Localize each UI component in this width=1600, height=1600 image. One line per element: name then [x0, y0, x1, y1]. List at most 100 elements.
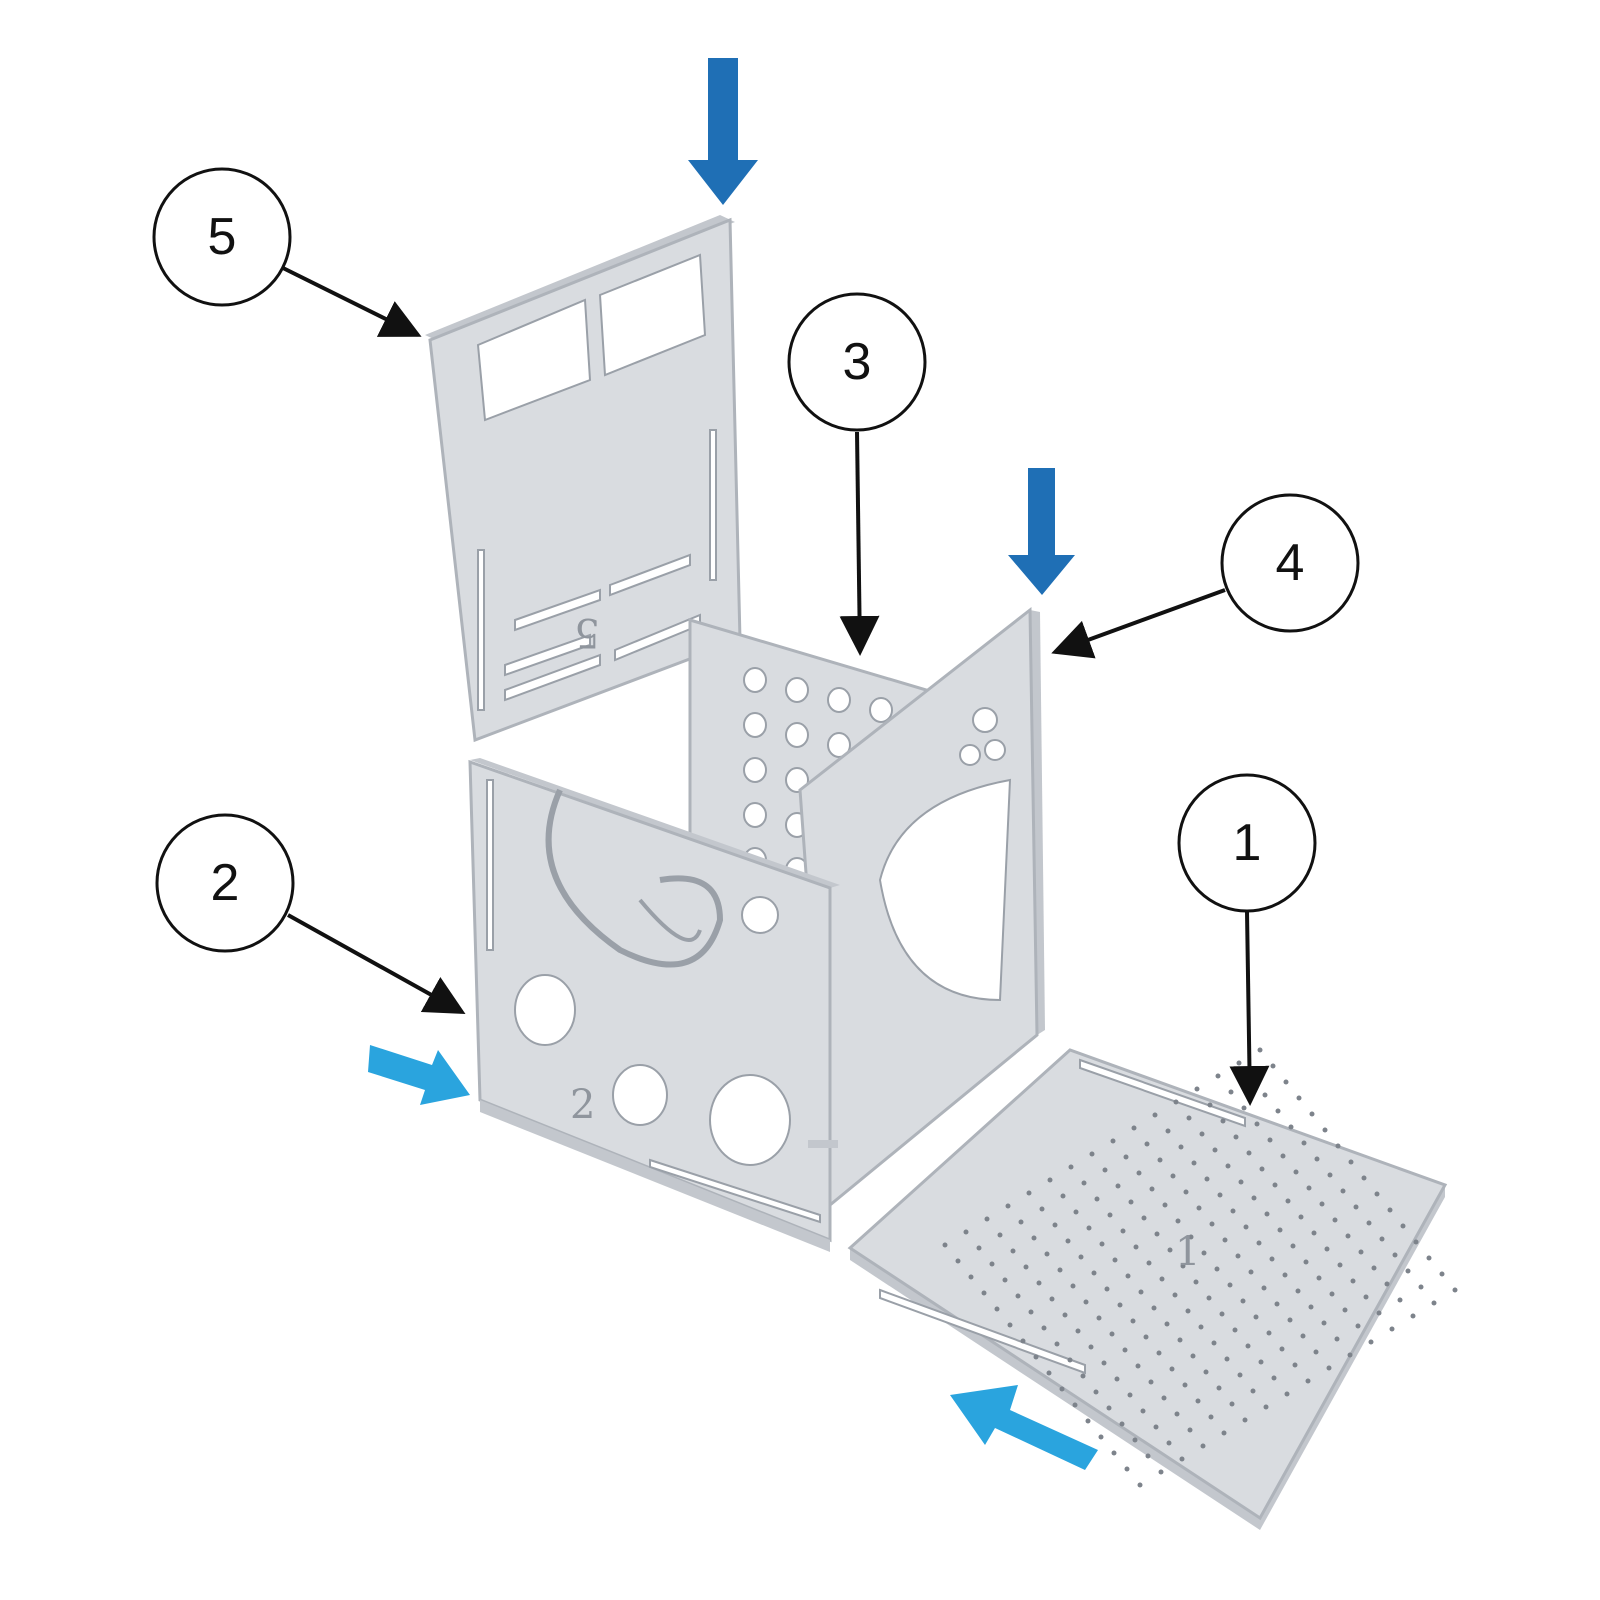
panel-1-dot [1099, 1241, 1105, 1247]
pointer-3 [839, 431, 880, 656]
panel-1-dot [1334, 1336, 1340, 1342]
panel-1-dot [1324, 1246, 1330, 1252]
panel-1-dot [1180, 1263, 1186, 1269]
panel-1-dot [1322, 1127, 1328, 1133]
panel-1-dot [1020, 1338, 1026, 1344]
panel-1-dot [1149, 1186, 1155, 1192]
panel-1-dot [1240, 1298, 1246, 1304]
panel-1-dot [1007, 1322, 1013, 1328]
panel-1-dot [1080, 1373, 1086, 1379]
svg-text:2: 2 [211, 854, 240, 912]
panel-1-dot [1154, 1231, 1160, 1237]
panel-1-dot [1238, 1179, 1244, 1185]
panel-1-dot [1392, 1252, 1398, 1258]
panel-1-dot [1214, 1266, 1220, 1272]
panel-1-dot [1224, 1356, 1230, 1362]
panel-1-dot [1301, 1140, 1307, 1146]
panel-1-dot [1326, 1365, 1332, 1371]
panel-1-dot [1136, 1170, 1142, 1176]
panel-1-dot [1152, 1112, 1158, 1118]
panel-1-dot [1293, 1169, 1299, 1175]
panel-1-dot [1151, 1305, 1157, 1311]
panel-1-dot [1397, 1297, 1403, 1303]
panel-1-dot [1078, 1254, 1084, 1260]
panel-1-dot [1015, 1293, 1021, 1299]
panel-1-dot [1371, 1265, 1377, 1271]
panel-1-dot [1140, 1408, 1146, 1414]
panel-1-dot [1229, 1401, 1235, 1407]
panel-1-dot [1052, 1222, 1058, 1228]
panel-1-dot [1270, 1063, 1276, 1069]
panel-1-dot [1141, 1215, 1147, 1221]
panel-1-dot [1191, 1160, 1197, 1166]
panel-1-dot [1166, 1440, 1172, 1446]
panel-1-dot [1144, 1141, 1150, 1147]
panel-1-dot [1305, 1378, 1311, 1384]
panel-1-dot [1156, 1350, 1162, 1356]
panel-1-dot [1337, 1262, 1343, 1268]
panel-1-dot [1358, 1249, 1364, 1255]
panel-1-dot [1062, 1312, 1068, 1318]
panel-1-dot [1233, 1134, 1239, 1140]
panel-1-dot [1296, 1095, 1302, 1101]
svg-text:4: 4 [1276, 534, 1305, 592]
panel-2-engraving: 2 [570, 1082, 595, 1128]
panel-1-dot [1085, 1418, 1091, 1424]
panel-1-dot [1431, 1300, 1437, 1306]
panel-1-dot [1109, 1331, 1115, 1337]
panel-1-dot [1261, 1285, 1267, 1291]
panel-1-dot [997, 1232, 1003, 1238]
svg-text:3: 3 [843, 333, 872, 391]
callout-2: 2 [155, 813, 295, 953]
panel-1-dot [1098, 1434, 1104, 1440]
panel-1-dot [1405, 1268, 1411, 1274]
arrow-down-side-panel-icon [1008, 468, 1075, 595]
panel-1-dot [1102, 1167, 1108, 1173]
panel-1-dot [1300, 1333, 1306, 1339]
panel-1-dot [1253, 1314, 1259, 1320]
panel-1-dot [1194, 1086, 1200, 1092]
arrow-down-top-panel-icon [688, 58, 758, 205]
panel-1-dot [1089, 1151, 1095, 1157]
panel-1-dot [1174, 1411, 1180, 1417]
panel-1-dot [1321, 1320, 1327, 1326]
panel-1-dot [1284, 1391, 1290, 1397]
pointer-5 [282, 266, 422, 337]
panel-1-dot [1327, 1172, 1333, 1178]
panel-1-dot [1186, 1115, 1192, 1121]
panel-1-dot [1376, 1310, 1382, 1316]
panel-1-dot [1413, 1239, 1419, 1245]
panel-1-dot [1120, 1228, 1126, 1234]
panel-1-dot [1091, 1270, 1097, 1276]
panel-1-dot [1314, 1156, 1320, 1162]
panel-1-dot [1236, 1060, 1242, 1066]
panel-1-dot [1335, 1143, 1341, 1149]
panel-1-dot [1170, 1173, 1176, 1179]
panel-1-dot [1101, 1360, 1107, 1366]
panel-1-dot [1114, 1376, 1120, 1382]
panel-1-dot [1005, 1203, 1011, 1209]
panel-1-dot [1026, 1190, 1032, 1196]
panel-1-engraving: 1 [1175, 1229, 1200, 1275]
panel-1-dot [1122, 1347, 1128, 1353]
panel-1-dot [1287, 1317, 1293, 1323]
panel-1-dot [963, 1229, 969, 1235]
panel-1-dot [1228, 1089, 1234, 1095]
panel-1-dot [1138, 1289, 1144, 1295]
panel-1-dot [1072, 1402, 1078, 1408]
panel-1-dot [1280, 1153, 1286, 1159]
panel-3-hole [743, 712, 767, 738]
panel-1-dot [1127, 1392, 1133, 1398]
panel-1-dot [1083, 1299, 1089, 1305]
panel-1-dot [1182, 1382, 1188, 1388]
panel-1-dot [1033, 1354, 1039, 1360]
panel-1-dot [1340, 1188, 1346, 1194]
panel-1-dot [1350, 1278, 1356, 1284]
panel-5: 5 [425, 215, 742, 743]
panel-1-dot [1311, 1230, 1317, 1236]
panel-1-dot [1002, 1277, 1008, 1283]
panel-1-dot [1146, 1260, 1152, 1266]
panel-1-dot [1190, 1353, 1196, 1359]
panel-1-dot [1110, 1138, 1116, 1144]
